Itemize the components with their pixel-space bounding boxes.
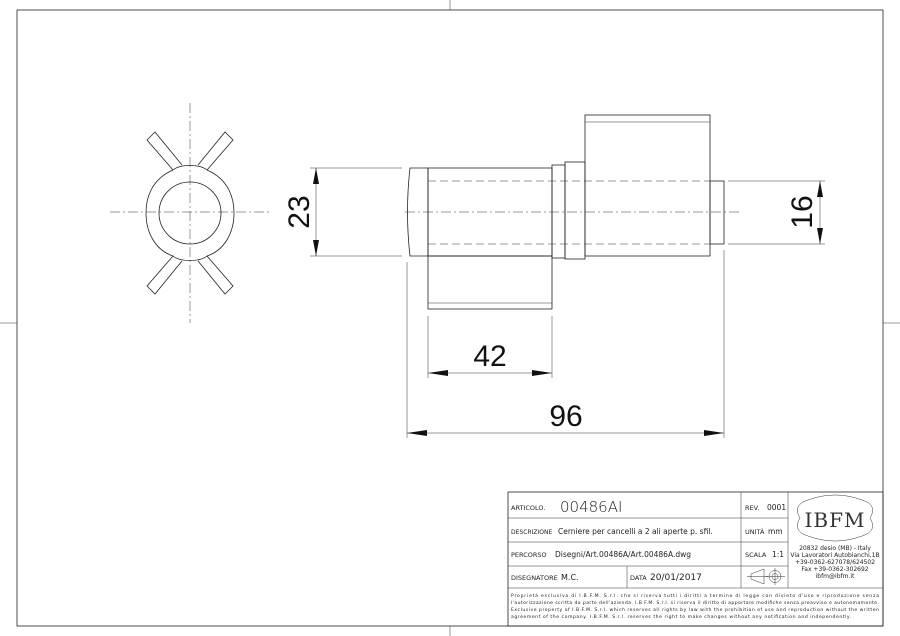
articolo-label: ARTICOLO. bbox=[511, 504, 545, 512]
dimension-42-label: 42 bbox=[473, 340, 506, 373]
data-label: DATA bbox=[630, 574, 647, 582]
svg-text:IBFM: IBFM bbox=[805, 508, 866, 532]
address-line: 20832 desio (MB) - Italy bbox=[799, 545, 871, 552]
rev-label: REV. bbox=[745, 504, 759, 512]
dimension-23-label: 23 bbox=[283, 195, 316, 228]
disegnatore-value: M.C. bbox=[561, 573, 579, 582]
disclaimer-line: Exclusive property of I.B.F.M. S.r.l. wh… bbox=[511, 607, 879, 613]
dimension-42: 42 bbox=[427, 316, 553, 378]
disclaimer-line: Proprietà esclusiva di I.B.F.M. S.r.l. c… bbox=[511, 592, 879, 599]
disclaimer-line: agreement of the company. I.B.F.M. S.r.l… bbox=[511, 614, 851, 620]
dimension-96-label: 96 bbox=[549, 400, 582, 433]
front-view-hinge bbox=[405, 114, 740, 310]
disegnatore-label: DISEGNATORE bbox=[511, 574, 558, 582]
unita-label: UNITÀ bbox=[745, 527, 765, 536]
articolo-value: 00486AI bbox=[560, 498, 622, 516]
address-line: Fax +39-0362-302692 bbox=[801, 566, 868, 573]
descrizione-value: Cerniere per cancelli a 2 ali aperte p. … bbox=[558, 527, 713, 536]
rev-value: 0001 bbox=[767, 503, 786, 512]
address-line: ibfm@ibfm.it bbox=[816, 573, 855, 580]
dimension-23: 23 bbox=[283, 167, 402, 257]
scala-value: 1:1 bbox=[772, 550, 784, 559]
projection-symbol-icon bbox=[747, 568, 785, 585]
percorso-label: PERCORSO bbox=[511, 551, 547, 559]
ibfm-logo: IBFM bbox=[797, 494, 873, 542]
dimension-16-label: 16 bbox=[786, 195, 819, 228]
percorso-value: Disegni/Art.00486A/Art.00486A.dwg bbox=[555, 550, 691, 559]
scala-label: SCALA bbox=[745, 551, 767, 559]
dimension-16: 16 bbox=[728, 180, 825, 245]
descrizione-label: DESCRIZIONE bbox=[511, 529, 552, 536]
data-value: 20/01/2017 bbox=[650, 573, 702, 583]
address-line: Via Lavoratori Autobianchi,1B bbox=[790, 552, 879, 559]
address-line: +39-0362-627078/624502 bbox=[795, 559, 875, 566]
disclaimer-line: l'autorizzazione scritta da parte dell'a… bbox=[511, 600, 879, 606]
side-view-clip bbox=[110, 103, 272, 323]
title-block: ARTICOLO. 00486AI REV. 0001 DESCRIZIONE … bbox=[507, 491, 884, 627]
unita-value: mm bbox=[768, 527, 783, 536]
dimension-96: 96 bbox=[406, 250, 725, 438]
